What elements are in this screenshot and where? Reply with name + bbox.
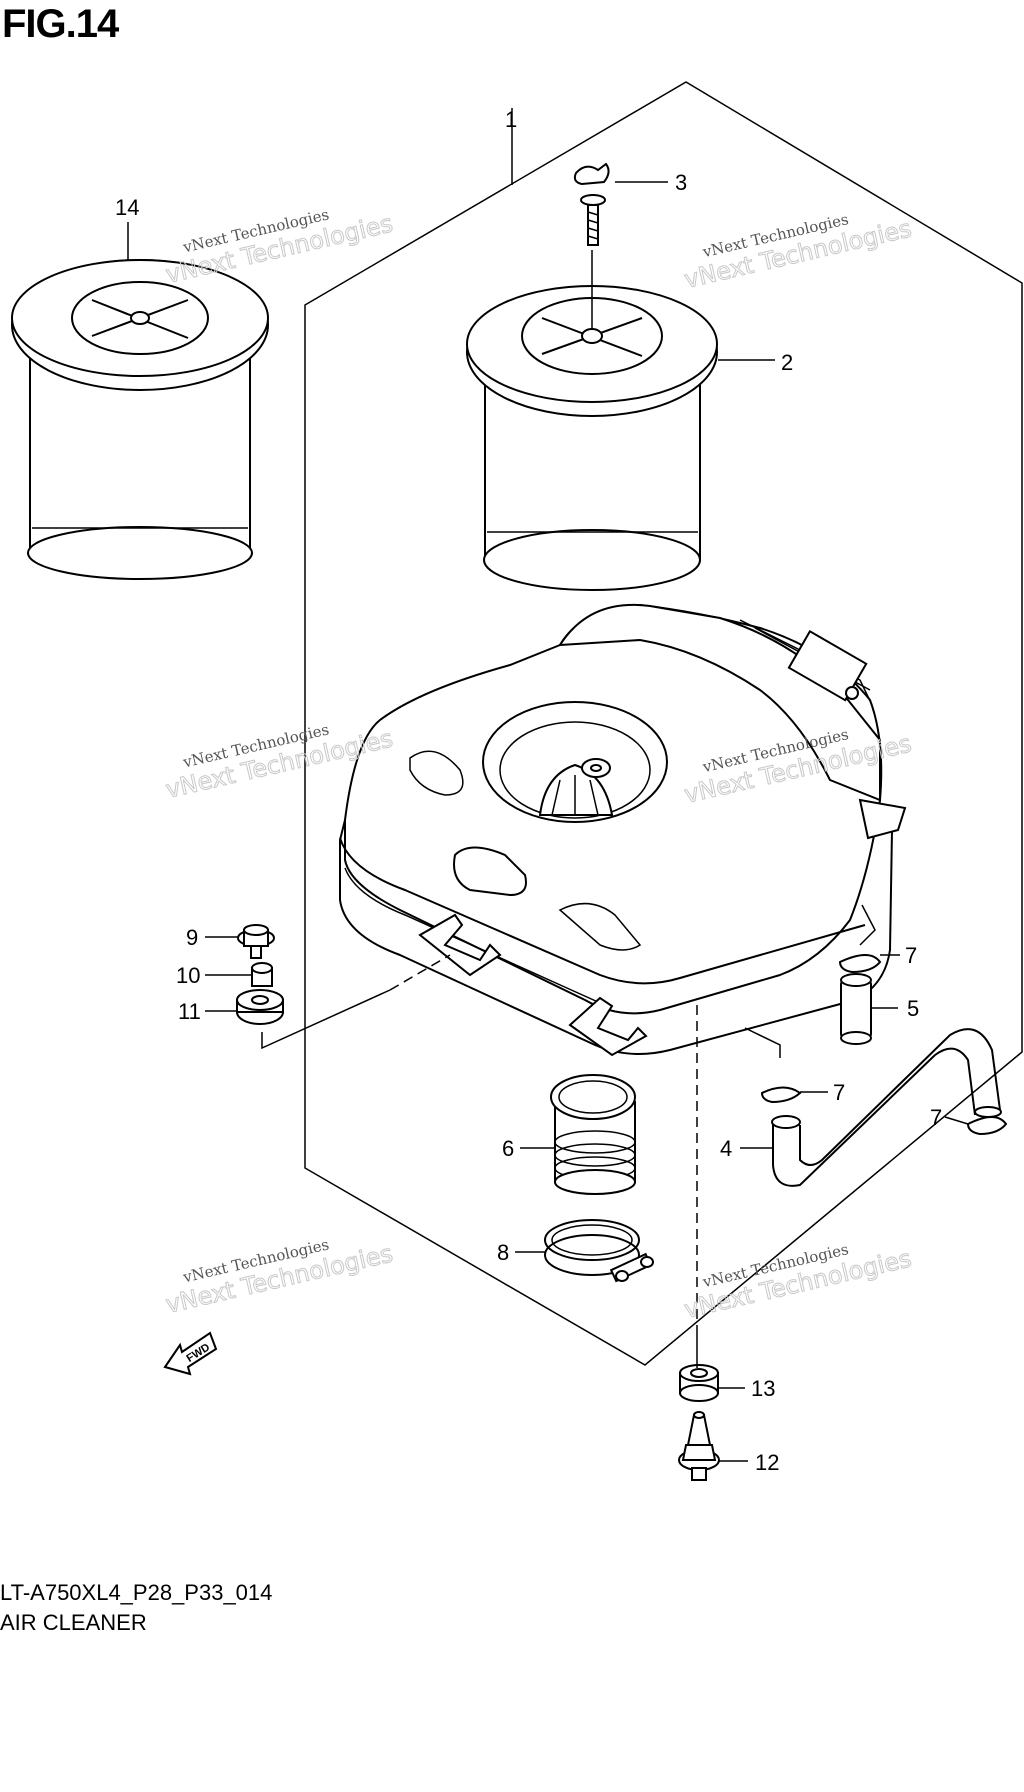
clip-7-upper[interactable] [838,954,882,974]
hose-clamp[interactable] [544,1219,654,1283]
air-cleaner-case[interactable] [339,603,907,1057]
callout-5: 5 [907,996,919,1021]
callout-7-middle: 7 [833,1080,845,1105]
filter-element-spare[interactable] [11,259,269,580]
wing-bolt[interactable] [573,162,610,246]
callout-6: 6 [502,1136,514,1161]
section-name: AIR CLEANER [0,1610,147,1635]
callout-1: 1 [505,107,517,132]
model-code: LT-A750XL4_P28_P33_014 [0,1580,273,1605]
callout-8: 8 [497,1240,509,1265]
callout-12: 12 [755,1450,779,1475]
bolt-9[interactable] [237,924,275,959]
clip-7-right[interactable] [966,1116,1008,1136]
callout-7-right: 7 [930,1105,942,1130]
short-hose[interactable] [840,973,872,1045]
fwd-arrow-icon: FWD [163,1331,218,1376]
callout-3: 3 [675,170,687,195]
outlet-joint[interactable] [550,1074,636,1195]
breather-hose[interactable] [771,1028,1002,1187]
drain-cap[interactable] [679,1364,719,1402]
leader-grommet-to-case [261,989,391,1050]
watermark-top-right: vNext Technologies vNext Technologies [681,210,914,294]
callout-10: 10 [176,963,200,988]
watermark-top-left: vNext Technologies vNext Technologies [163,205,396,289]
callout-14: 14 [115,195,139,220]
watermark-bottom-right: vNext Technologies vNext Technologies [681,1240,914,1324]
leader-lines [127,108,969,1462]
watermark-bottom-left: vNext Technologies vNext Technologies [163,1235,396,1319]
grommet-11[interactable] [236,989,284,1025]
callout-13: 13 [751,1376,775,1401]
collar-10[interactable] [251,962,273,987]
callout-11: 11 [178,999,201,1024]
drain-valve[interactable] [678,1411,720,1481]
clip-7-middle[interactable] [760,1086,802,1104]
callout-4: 4 [720,1136,732,1161]
callout-7-upper: 7 [905,943,917,968]
filter-element[interactable] [466,250,718,591]
assembly-outline [304,81,1023,1366]
figure-title: FIG.14 [2,2,119,46]
callout-9: 9 [186,925,198,950]
callout-2: 2 [781,350,793,375]
